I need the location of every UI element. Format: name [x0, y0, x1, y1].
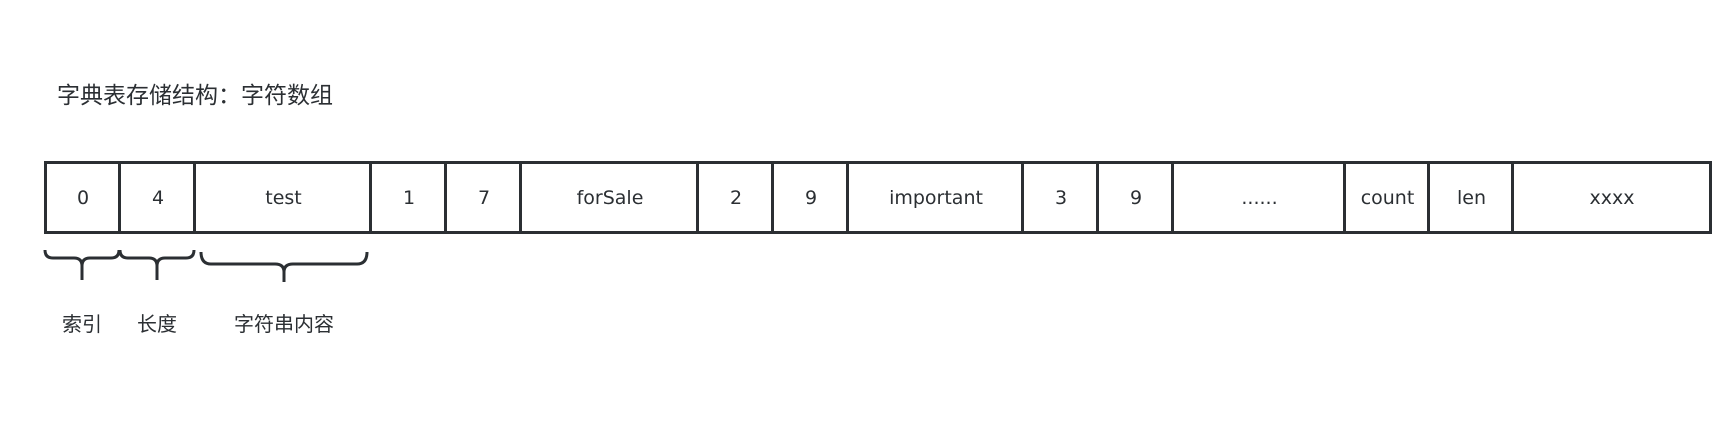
cell-divider — [1510, 164, 1514, 231]
cell-divider — [1020, 164, 1024, 231]
cell-divider — [1342, 164, 1346, 231]
brace-label-string-content: 字符串内容 — [234, 312, 334, 336]
cell-divider — [695, 164, 699, 231]
array-cell-5: forSale — [576, 186, 644, 209]
array-cell-8: important — [889, 186, 983, 209]
array-cell-13: len — [1456, 186, 1486, 209]
cell-divider — [368, 164, 372, 231]
brace-string-content — [199, 251, 369, 282]
array-cell-4: 7 — [477, 186, 491, 209]
char-array: 0 4 test 1 7 forSale 2 9 important 3 9...... count l… — [44, 161, 1712, 234]
cell-divider — [770, 164, 774, 231]
cell-divider — [117, 164, 121, 231]
cell-divider — [192, 164, 196, 231]
array-cell-1: 4 — [151, 186, 165, 209]
array-cell-14: xxxx — [1589, 186, 1635, 209]
brace-length — [118, 249, 196, 280]
array-cell-2: test — [265, 186, 302, 209]
cell-divider — [518, 164, 522, 231]
array-cell-10: 9 — [1129, 186, 1143, 209]
diagram-title: 字典表存储结构：字符数组 — [57, 83, 333, 109]
array-cell-3: 1 — [402, 186, 416, 209]
cell-divider — [845, 164, 849, 231]
array-cell-7: 9 — [804, 186, 818, 209]
array-cell-12: count — [1360, 186, 1415, 209]
brace-label-index: 索引 — [62, 312, 102, 336]
cell-divider — [443, 164, 447, 231]
array-cell-0: 0 — [76, 186, 90, 209]
array-cell-6: 2 — [729, 186, 743, 209]
array-cell-11: ...... — [1241, 186, 1278, 209]
cell-divider — [1426, 164, 1430, 231]
cell-divider — [1170, 164, 1174, 231]
array-cell-9: 3 — [1054, 186, 1068, 209]
brace-label-length: 长度 — [137, 312, 177, 336]
brace-index — [43, 249, 121, 280]
cell-divider — [1095, 164, 1099, 231]
